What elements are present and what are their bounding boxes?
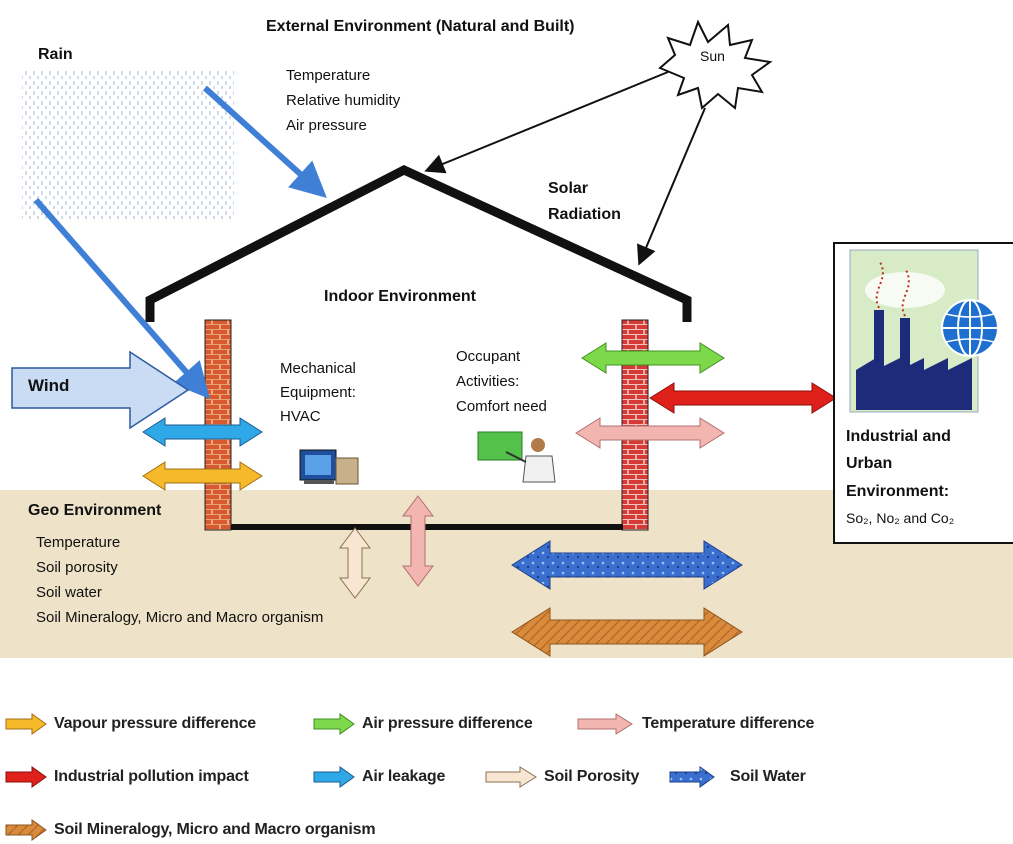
industrial-pollution-arrow: [649, 382, 837, 414]
sun-icon: [658, 19, 773, 110]
legend-item-soil-mineralogy: Soil Mineralogy, Micro and Macro organis…: [4, 816, 376, 844]
legend-label: Soil Mineralogy, Micro and Macro organis…: [54, 821, 376, 838]
geo-item-temperature: Temperature: [36, 534, 121, 551]
legend-item-industrial: Industrial pollution impact: [4, 763, 249, 791]
solar-label-line1: Solar: [548, 180, 589, 197]
mechanical-line1: Mechanical: [280, 360, 356, 377]
house-roof: [145, 164, 692, 322]
occupant-icon: [477, 431, 556, 483]
soil-mineralogy-arrow-icon: [5, 819, 47, 841]
legend-label: Industrial pollution impact: [54, 768, 249, 785]
temperature-difference-arrow-right: [575, 417, 725, 449]
legend-item-temperature: Temperature difference: [576, 710, 814, 738]
temperature-difference-arrow-vertical: [402, 495, 434, 587]
rain-label: Rain: [38, 46, 73, 63]
legend-item-air-pressure: Air pressure difference: [312, 710, 533, 738]
vapour-pressure-arrow: [142, 461, 263, 491]
external-param-humidity: Relative humidity: [286, 92, 401, 109]
occupant-line2: Activities:: [456, 373, 520, 390]
solar-label-line2: Radiation: [548, 206, 621, 223]
rain-arrow-1: [202, 85, 327, 199]
air-pressure-arrow: [581, 342, 725, 374]
occupant-line3: Comfort need: [456, 398, 547, 415]
occupant-line1: Occupant: [456, 348, 521, 365]
legend-label: Vapour pressure difference: [54, 715, 256, 732]
rain-arrow-2: [33, 198, 210, 400]
air-pressure-arrow-icon: [313, 713, 355, 735]
hvac-computer-icon: [299, 449, 359, 485]
wind-label: Wind: [28, 376, 70, 395]
geo-item-mineralogy: Soil Mineralogy, Micro and Macro organis…: [36, 609, 324, 626]
rain-area: [22, 70, 234, 220]
wind-arrow: [11, 350, 190, 430]
chimney-2: [900, 318, 910, 370]
soil-water-arrow-icon: [669, 766, 715, 788]
legend-item-soil-porosity: Soil Porosity: [484, 763, 639, 791]
legend-label: Soil Porosity: [544, 768, 640, 785]
geo-environment-title: Geo Environment: [28, 502, 162, 519]
solar-ray-1: [424, 71, 669, 174]
indoor-environment-label: Indoor Environment: [324, 288, 476, 305]
legend-label: Air leakage: [362, 768, 446, 785]
legend-item-vapour: Vapour pressure difference: [4, 710, 256, 738]
geo-item-water: Soil water: [36, 584, 102, 601]
sun-label: Sun: [700, 48, 725, 64]
legend-item-soil-water: Soil Water: [668, 763, 806, 791]
smoke-cloud: [865, 272, 945, 308]
mechanical-line3: HVAC: [280, 408, 321, 425]
air-leakage-arrow-icon: [313, 766, 355, 788]
legend-label: Soil Water: [730, 768, 806, 785]
industrial-line2: Urban: [846, 455, 893, 472]
mechanical-line2: Equipment:: [280, 384, 356, 401]
geo-item-porosity: Soil porosity: [36, 559, 118, 576]
chimney-1: [874, 310, 884, 370]
vapour-arrow-icon: [5, 713, 47, 735]
diagram-title: External Environment (Natural and Built): [266, 18, 575, 35]
soil-porosity-arrow-icon: [485, 766, 537, 788]
legend-label: Temperature difference: [642, 715, 815, 732]
air-leakage-arrow: [142, 417, 263, 447]
external-param-pressure: Air pressure: [286, 117, 367, 134]
external-param-temperature: Temperature: [286, 67, 371, 84]
industrial-arrow-icon: [5, 766, 47, 788]
factory-building: [856, 358, 972, 410]
soil-water-arrow: [511, 540, 743, 590]
legend-item-air-leakage: Air leakage: [312, 763, 445, 791]
industrial-line1: Industrial and: [846, 428, 951, 445]
industrial-gases: So₂, No₂ and Co₂: [846, 510, 955, 526]
temperature-arrow-icon: [577, 713, 633, 735]
solar-ray-2: [637, 107, 706, 266]
legend-label: Air pressure difference: [362, 715, 533, 732]
industrial-line3: Environment:: [846, 483, 950, 500]
soil-mineralogy-arrow: [511, 607, 743, 657]
soil-porosity-arrow: [339, 527, 371, 599]
